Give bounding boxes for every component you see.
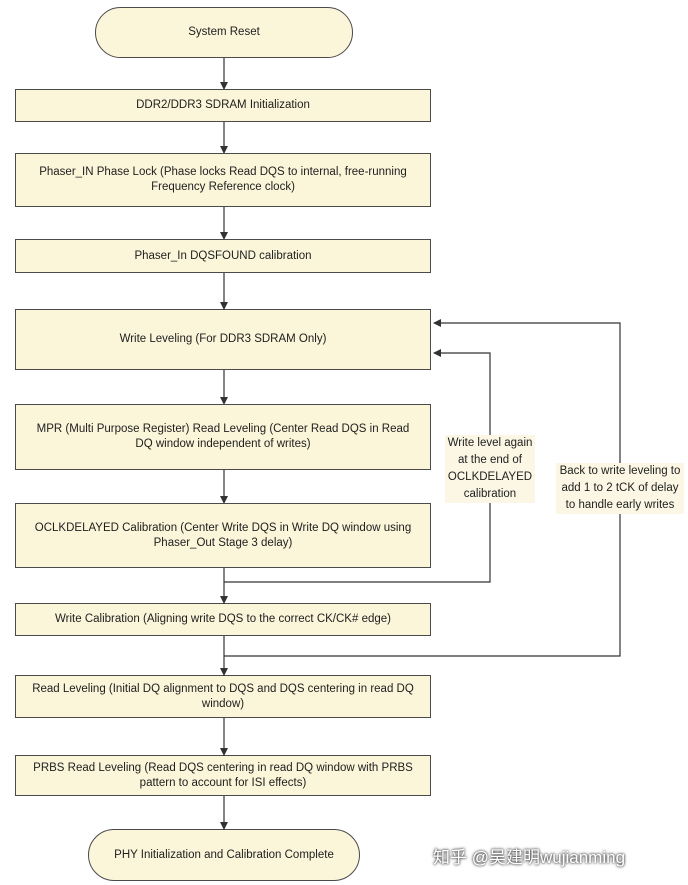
system-reset-node: System Reset [95, 7, 353, 58]
read-leveling-node: Read Leveling (Initial DQ alignment to D… [15, 675, 431, 718]
note-write-level-again: Write level again at the end of OCLKDELA… [445, 435, 535, 503]
dqsfound-calibration-node: Phaser_In DQSFOUND calibration [15, 239, 431, 273]
note-back-to-write-leveling: Back to write leveling to add 1 to 2 tCK… [556, 463, 684, 514]
oclkdelayed-calibration-node: OCLKDELAYED Calibration (Center Write DQ… [15, 503, 431, 568]
watermark: 知乎 @吴建明wujianming [433, 848, 626, 867]
sdram-init-node: DDR2/DDR3 SDRAM Initialization [15, 89, 431, 122]
write-leveling-node: Write Leveling (For DDR3 SDRAM Only) [15, 309, 431, 370]
write-calibration-node: Write Calibration (Aligning write DQS to… [15, 603, 431, 636]
mpr-read-leveling-node: MPR (Multi Purpose Register) Read Leveli… [15, 404, 431, 470]
phy-complete-node: PHY Initialization and Calibration Compl… [88, 829, 360, 881]
phaser-in-lock-node: Phaser_IN Phase Lock (Phase locks Read D… [15, 153, 431, 207]
prbs-read-leveling-node: PRBS Read Leveling (Read DQS centering i… [15, 755, 431, 796]
